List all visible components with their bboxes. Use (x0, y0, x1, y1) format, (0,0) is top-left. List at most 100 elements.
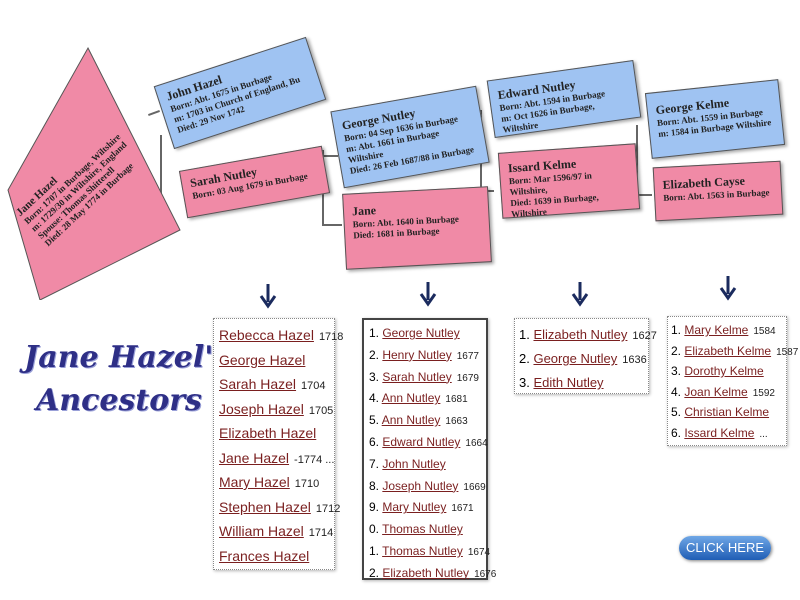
person-link[interactable]: Rebecca Hazel (219, 327, 314, 343)
list-item-number: 7. (369, 456, 383, 471)
list-item-number: 9. (369, 500, 383, 515)
list-item-number: 1. (369, 326, 383, 340)
birth-year: 1587 (776, 346, 799, 358)
list-item-number: 1. (369, 543, 383, 558)
list-item-number: 2. (671, 343, 685, 358)
list-item-number: 4. (671, 384, 685, 399)
mgf-card[interactable]: George Nutley Born: 04 Sep 1636 in Burba… (330, 85, 490, 189)
person-link[interactable]: Henry Nutley (382, 347, 452, 362)
person-link[interactable]: Elizabeth Nutley (533, 327, 628, 342)
list-item: 3. Edith Nutley (519, 371, 648, 395)
person-link[interactable]: Issard Kelme (684, 425, 755, 440)
person-link[interactable]: Dorothy Kelme (684, 364, 764, 378)
person-link[interactable]: George Hazel (219, 351, 306, 368)
person-link[interactable]: Elizabeth Kelme (684, 343, 772, 358)
ggf-card[interactable]: Edward Nutley Born: Abt. 1594 in Burbage… (486, 59, 642, 139)
list-item: 4. Joan Kelme 1592 (671, 382, 786, 403)
birth-year: ... (759, 428, 768, 440)
list-item: 6. Issard Kelme... (671, 423, 786, 444)
person-link[interactable]: Elizabeth Nutley (382, 565, 470, 580)
list-item-number: 3. (519, 375, 534, 390)
father-card[interactable]: John Hazel Born: Abt. 1675 in Burbage m:… (153, 36, 327, 150)
connector-line (322, 224, 342, 226)
person-link[interactable]: Mary Hazel (219, 474, 290, 490)
title-line1: Jane Hazel's (24, 340, 231, 375)
arrow-down-icon (259, 284, 277, 309)
list-item: 9. Mary Nutley 1671 (369, 497, 486, 519)
root-card-text: Jane Hazel Born: 1707 in Burbage, Wiltsh… (14, 94, 174, 248)
birth-year: 1663 (445, 416, 468, 428)
person-link[interactable]: Edward Nutley (382, 434, 461, 449)
person-link[interactable]: Ann Nutley (381, 391, 441, 406)
person-link[interactable]: Thomas Nutley (382, 543, 463, 558)
list-item-number: 1. (519, 327, 534, 342)
list-item-number: 2. (369, 565, 383, 580)
gggm-card[interactable]: Elizabeth Cayse Born: Abt. 1563 in Burba… (652, 160, 784, 222)
person-link[interactable]: Sarah Hazel (219, 376, 297, 392)
birth-year: 1671 (451, 503, 474, 515)
list-item-number: 6. (671, 425, 685, 440)
birth-year: 1704 (301, 380, 326, 392)
person-link[interactable]: Mary Kelme (684, 323, 749, 337)
birth-year: 1679 (456, 372, 479, 384)
mgm-card[interactable]: Jane Born: Abt. 1640 in Burbage Died: 16… (342, 186, 492, 270)
birth-year: 1681 (445, 394, 468, 406)
gggf-card[interactable]: George Kelme Born: Abt. 1559 in Burbage … (644, 79, 786, 159)
person-link[interactable]: Jane Hazel (219, 449, 290, 466)
person-link[interactable]: John Nutley (382, 456, 446, 471)
person-link[interactable]: George Nutley (533, 351, 618, 366)
list-item-number: 1. (671, 323, 685, 337)
person-link[interactable]: Frances Hazel (219, 547, 310, 564)
person-link[interactable]: Edith Nutley (533, 375, 604, 390)
birth-year: 1627 (632, 330, 657, 342)
person-link[interactable]: Mary Nutley (382, 500, 447, 515)
birth-year: 1592 (752, 387, 775, 399)
person-link[interactable]: Joseph Nutley (382, 478, 459, 493)
list-item: George Hazel (219, 348, 334, 373)
birth-year: 1714 (308, 527, 334, 539)
person-link[interactable]: Christian Kelme (684, 405, 770, 419)
person-link[interactable]: Elizabeth Hazel (219, 425, 317, 441)
birth-year: 1705 (308, 404, 334, 417)
connector-line (322, 155, 338, 157)
list-item-number: 0. (369, 522, 383, 537)
title-line2: Ancestors (36, 383, 202, 418)
list-item-number: 8. (369, 478, 383, 493)
list-item: William Hazel 1714 (219, 519, 334, 544)
list-item: 1. George Nutley (369, 323, 486, 345)
root-married: m: 1729/30 in Wiltshire, England (29, 139, 129, 234)
person-link[interactable]: Stephen Hazel (219, 498, 311, 515)
click-here-button[interactable]: CLICK HERE (679, 536, 771, 560)
list-item-number: 6. (369, 434, 383, 449)
ggm-card[interactable]: Issard Kelme Born: Mar 1596/97 in Wiltsh… (497, 143, 641, 219)
list-item: Frances Hazel (219, 544, 334, 569)
page-title: Jane Hazel's Ancestors (24, 340, 230, 418)
birth-year: 1712 (315, 502, 341, 515)
mother-card[interactable]: Sarah Nutley Born: 03 Aug 1679 in Burbag… (178, 145, 331, 219)
person-link[interactable]: Joan Kelme (684, 384, 748, 399)
arrow-down-icon (571, 282, 589, 307)
person-link[interactable]: Sarah Nutley (382, 369, 452, 384)
birth-year: -1774 ... (294, 453, 335, 466)
person-link[interactable]: Ann Nutley (381, 413, 441, 428)
person-link[interactable]: William Hazel (219, 523, 304, 539)
list-item: 0. Thomas Nutley (369, 519, 486, 541)
person-link[interactable]: Thomas Nutley (382, 522, 463, 537)
birth-year: 1674 (467, 546, 491, 558)
list-item: Jane Hazel -1774 ... (219, 446, 334, 471)
birth-year: 1636 (622, 354, 647, 366)
person-link[interactable]: George Nutley (382, 326, 460, 340)
person-link[interactable]: Joseph Hazel (219, 400, 304, 417)
list-item: Sarah Hazel 1704 (219, 372, 334, 397)
